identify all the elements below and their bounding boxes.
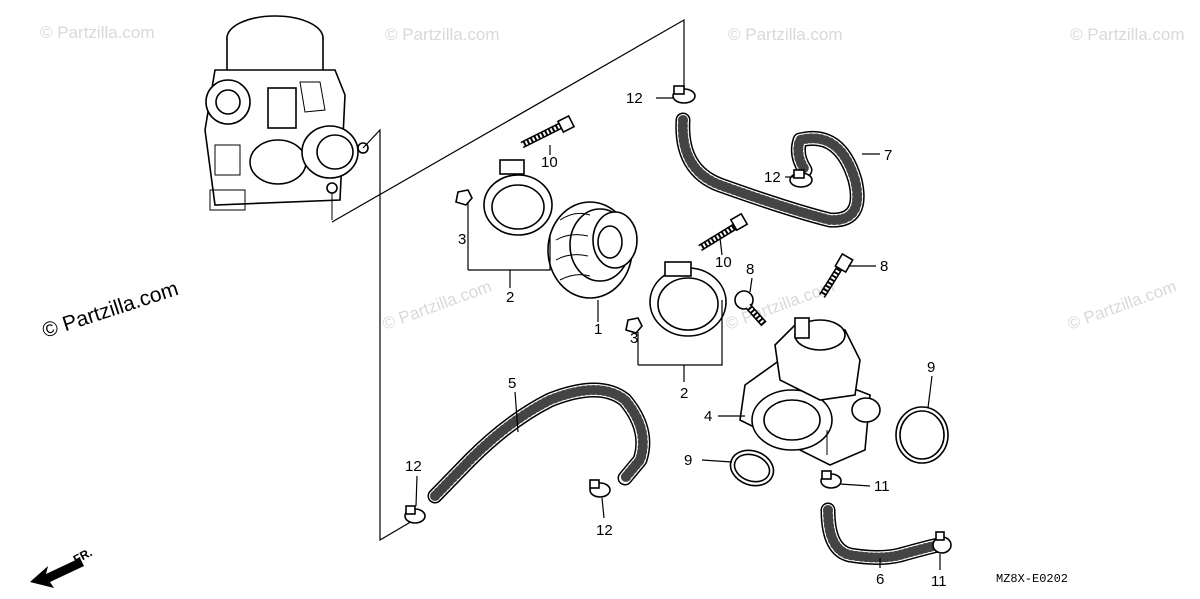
- intake-housing-4: [739, 317, 881, 466]
- front-direction-arrow: FR.: [30, 545, 94, 588]
- callout-6: 6: [876, 571, 884, 588]
- band-clamp-2-upper: [483, 159, 553, 236]
- carburetor-assembly: [204, 15, 369, 220]
- callout-numbers: 1 2 2 3 3 4 5 6 7 8 8 9 9 10 10 11 11 12…: [405, 90, 947, 590]
- callout-7: 7: [884, 147, 892, 164]
- partzilla-watermark: © Partzilla.com: [39, 277, 181, 343]
- o-ring-9-left: [729, 449, 775, 487]
- hose-7: [675, 112, 865, 228]
- callout-12: 12: [405, 458, 422, 475]
- watermark: © Partzilla.com: [1065, 277, 1179, 334]
- bolt-8-right: [819, 252, 854, 298]
- callout-leaders: [415, 97, 941, 570]
- o-ring-9-right: [895, 406, 949, 464]
- callout-5: 5: [508, 375, 516, 392]
- callout-1: 1: [594, 321, 602, 338]
- clip-11-lower: [932, 531, 952, 554]
- clip-12-center: [589, 479, 611, 498]
- clip-12-top: [672, 85, 696, 104]
- callout-11: 11: [931, 573, 947, 590]
- bolt-10-lower: [698, 212, 749, 251]
- bolt-10-upper: [520, 114, 576, 149]
- watermark: © Partzilla.com: [40, 23, 155, 42]
- diagram-code: MZ8X-E0202: [996, 572, 1068, 586]
- callout-4: 4: [704, 408, 712, 425]
- clip-11-upper: [820, 470, 842, 489]
- callout-12: 12: [764, 169, 781, 186]
- callout-12: 12: [626, 90, 643, 107]
- watermark: © Partzilla.com: [1070, 25, 1185, 44]
- nut-3-lower: [625, 317, 643, 334]
- hose-5: [427, 382, 651, 504]
- intake-joint-1: [547, 201, 638, 299]
- clip-12-left: [404, 505, 426, 524]
- callout-10: 10: [715, 254, 732, 271]
- hose-6: [820, 502, 946, 565]
- callout-11: 11: [874, 478, 890, 495]
- watermark: © Partzilla.com: [728, 25, 843, 44]
- callout-12: 12: [596, 522, 613, 539]
- callout-2: 2: [506, 289, 514, 306]
- watermark: © Partzilla.com: [385, 25, 500, 44]
- band-clamp-2-lower: [649, 261, 727, 337]
- callout-9: 9: [684, 452, 692, 469]
- clip-12-mid: [789, 169, 813, 188]
- callout-10: 10: [541, 154, 558, 171]
- callout-3: 3: [630, 330, 638, 347]
- bolt-8-left: [734, 290, 767, 327]
- callout-8: 8: [746, 261, 754, 278]
- nut-3-upper: [455, 189, 473, 206]
- guide-lines: [331, 18, 685, 542]
- callout-9: 9: [927, 359, 935, 376]
- watermark: © Partzilla.com: [380, 277, 494, 334]
- callout-3: 3: [458, 231, 466, 248]
- callout-2: 2: [680, 385, 688, 402]
- callout-8: 8: [880, 258, 888, 275]
